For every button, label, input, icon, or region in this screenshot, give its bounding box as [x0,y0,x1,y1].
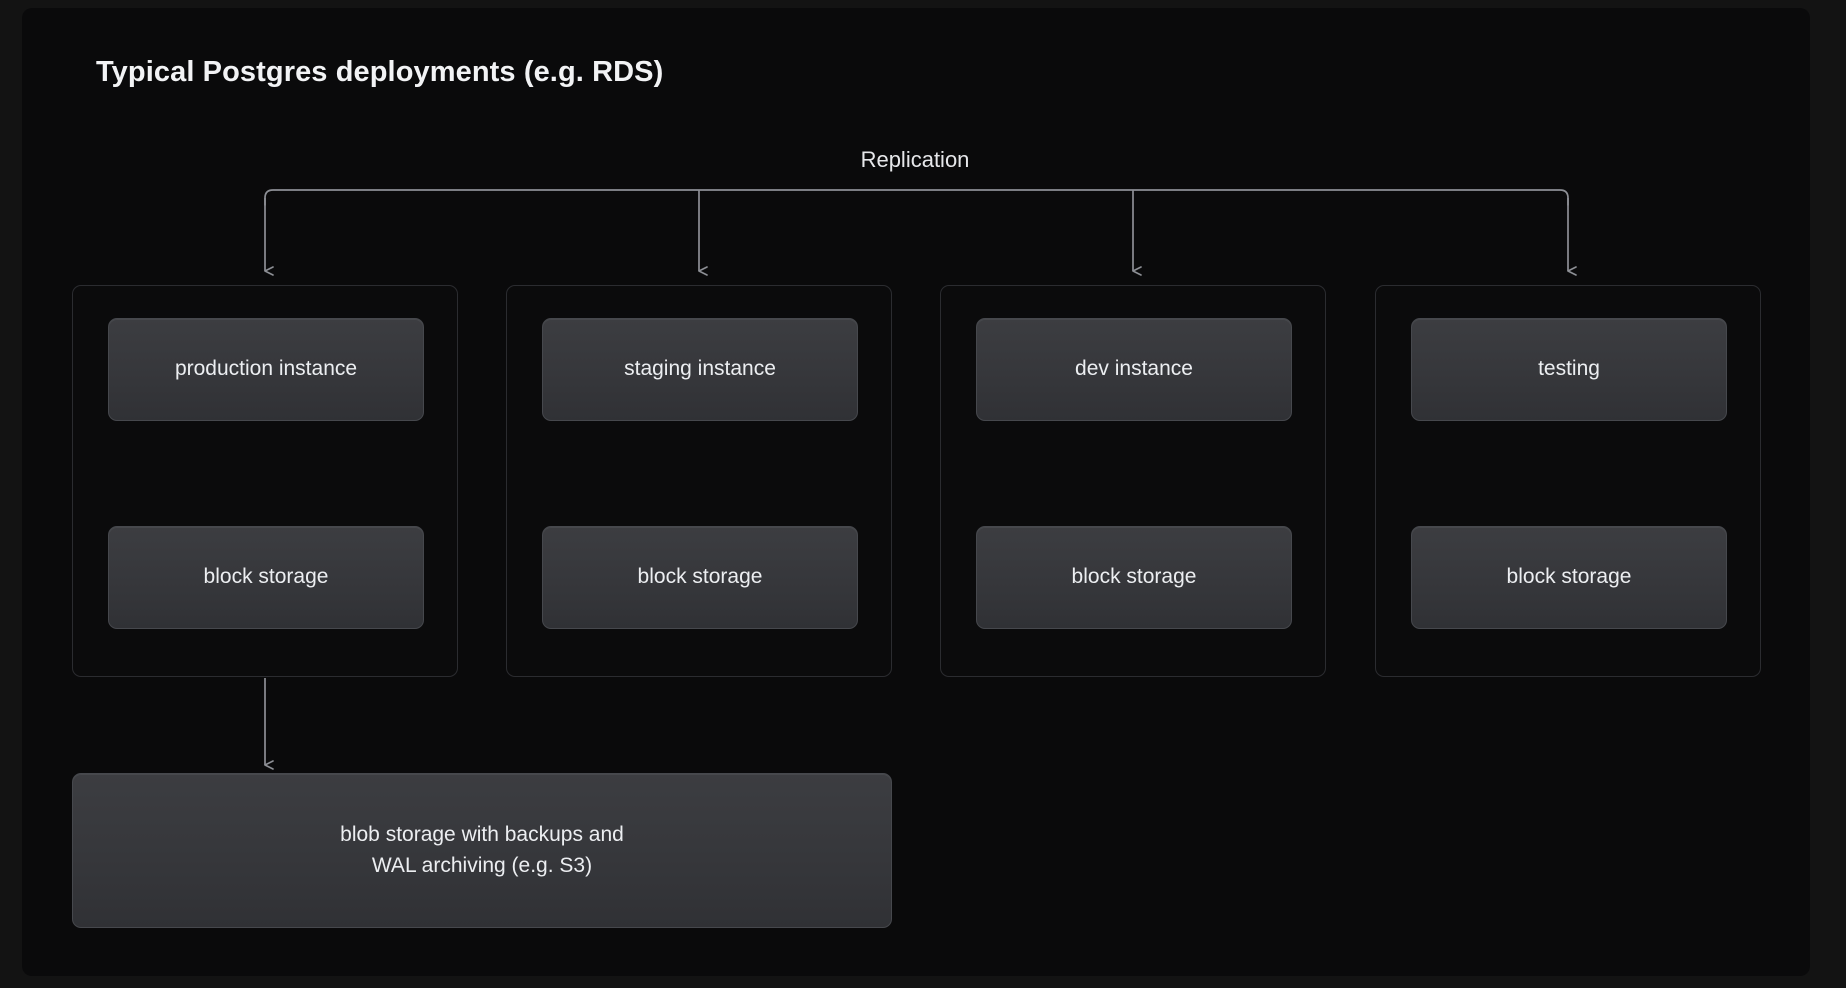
node-blob-storage[interactable]: blob storage with backups and WAL archiv… [72,773,892,928]
node-label: staging instance [624,357,776,381]
node-label: block storage [203,565,329,589]
node-staging-instance[interactable]: staging instance [542,318,858,421]
node-label: block storage [1071,565,1197,589]
node-label: block storage [637,565,763,589]
node-production-instance[interactable]: production instance [108,318,424,421]
node-dev-block-storage[interactable]: block storage [976,526,1292,629]
environment-group-testing: testing block storage [1375,285,1761,677]
node-testing-block-storage[interactable]: block storage [1411,526,1727,629]
node-testing-instance[interactable]: testing [1411,318,1727,421]
node-label: blob storage with backups and WAL archiv… [340,823,624,877]
node-label: testing [1538,357,1600,381]
node-dev-instance[interactable]: dev instance [976,318,1292,421]
environment-group-dev: dev instance block storage [940,285,1326,677]
node-production-block-storage[interactable]: block storage [108,526,424,629]
environment-group-staging: staging instance block storage [506,285,892,677]
replication-label: Replication [860,147,970,172]
node-staging-block-storage[interactable]: block storage [542,526,858,629]
page-title: Typical Postgres deployments (e.g. RDS) [96,56,664,88]
environment-group-production: production instance block storage [72,285,458,677]
node-label: block storage [1506,565,1632,589]
node-label: production instance [174,357,358,381]
node-label: dev instance [1075,357,1193,381]
